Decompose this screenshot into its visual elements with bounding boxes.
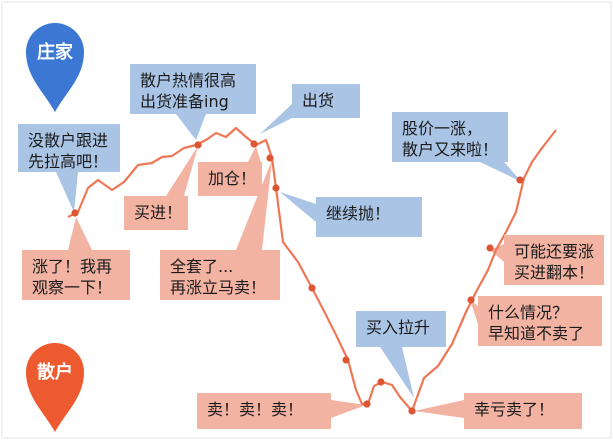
bubble-line: 出货 [302,91,335,110]
bubble-line: 散户热情很高 [140,71,237,90]
price-dot [266,154,274,162]
bubble-line: 早知道不卖了 [488,324,585,343]
retail-bubble-trapped: 全套了... 再涨立马卖！ [160,250,280,300]
banker-tail-sell [260,104,292,134]
retail-tail-buy [166,146,198,196]
bubble-line: 股价一涨， [402,119,483,138]
retail-bubble-buy-back: 可能还要涨 买进翻本！ [504,235,604,285]
retail-bubble-watch: 涨了！我再 观察一下！ [22,250,130,300]
price-dot [516,176,524,184]
banker-bubble-retail-return: 股价一涨， 散户又来啦！ [392,112,508,162]
price-dot [408,407,416,415]
banker-bubble-sell: 出货 [292,84,360,118]
banker-bubble-raise: 没散户跟进 先拉高吧！ [18,124,120,172]
retail-tail-trapped [236,160,272,250]
bubble-line: 什么情况？ [488,303,569,322]
price-dot [377,378,385,386]
retail-tail-sell-sell [331,400,366,418]
retail-tail-regret [470,300,478,324]
retail-bubble-add: 加仓！ [198,162,262,196]
banker-bubble-prepare-sell: 散户热情很高 出货准备ing [130,64,256,114]
bubble-line: 先拉高吧！ [28,152,109,171]
bubble-line: 卖！卖！卖！ [207,400,304,419]
price-line [67,126,557,413]
bubble-line: 加仓！ [208,169,257,188]
price-dots [71,140,524,415]
bubble-line: 散户又来啦！ [402,140,499,159]
retail-tail-watch [68,217,92,250]
bubble-line: 可能还要涨 [514,242,595,261]
banker-tail-raise [56,172,78,212]
bubble-line: 再涨立马卖！ [170,278,267,297]
retail-bubble-glad-sold: 幸亏卖了！ [464,393,582,429]
banker-label: 庄家 [37,41,74,63]
retail-bubble-sell-sell: 卖！卖！卖！ [197,393,331,429]
price-dot [342,356,350,364]
bubble-line: 买进！ [134,203,183,222]
bubble-line: 涨了！我再 [32,257,113,276]
bubble-line: 全套了... [170,257,234,276]
retail-tail-add [248,146,262,166]
retail-tail-glad-sold [414,400,464,418]
retail-bubble-regret: 什么情况？ 早知道不卖了 [478,296,602,346]
price-dot [486,244,494,252]
retail-bubble-buy: 买进！ [124,196,188,230]
banker-tail-keep-dumping [280,192,316,222]
bubble-line: 买入拉升 [366,318,431,337]
banker-tail-prepare-sell [176,114,206,140]
banker-tail-retail-return [480,162,522,182]
price-dot [272,184,280,192]
price-dot [250,140,258,148]
banker-pin: 庄家 [26,23,84,113]
bubble-line: 幸亏卖了！ [474,400,555,419]
bubble-line: 观察一下！ [32,278,113,297]
bubble-line: 出货准备ing [140,92,229,111]
map-pin-icon [26,343,84,432]
retail-label: 散户 [37,361,73,383]
banker-bubble-keep-dumping: 继续抛！ [316,197,422,237]
banker-tail-buy-pump [380,347,414,398]
map-pin-icon [26,23,84,113]
price-dot [194,141,202,149]
price-dot [308,284,316,292]
bubble-line: 继续抛！ [326,204,391,223]
bubble-line: 买进翻本！ [514,263,595,282]
price-dot [467,296,475,304]
bubble-tails [56,104,522,418]
price-dot [363,400,371,408]
retail-pin: 散户 [26,343,84,432]
bubble-line: 没散户跟进 [28,131,109,150]
banker-bubble-buy-pump: 买入拉升 [356,311,446,347]
price-dot [71,209,79,217]
